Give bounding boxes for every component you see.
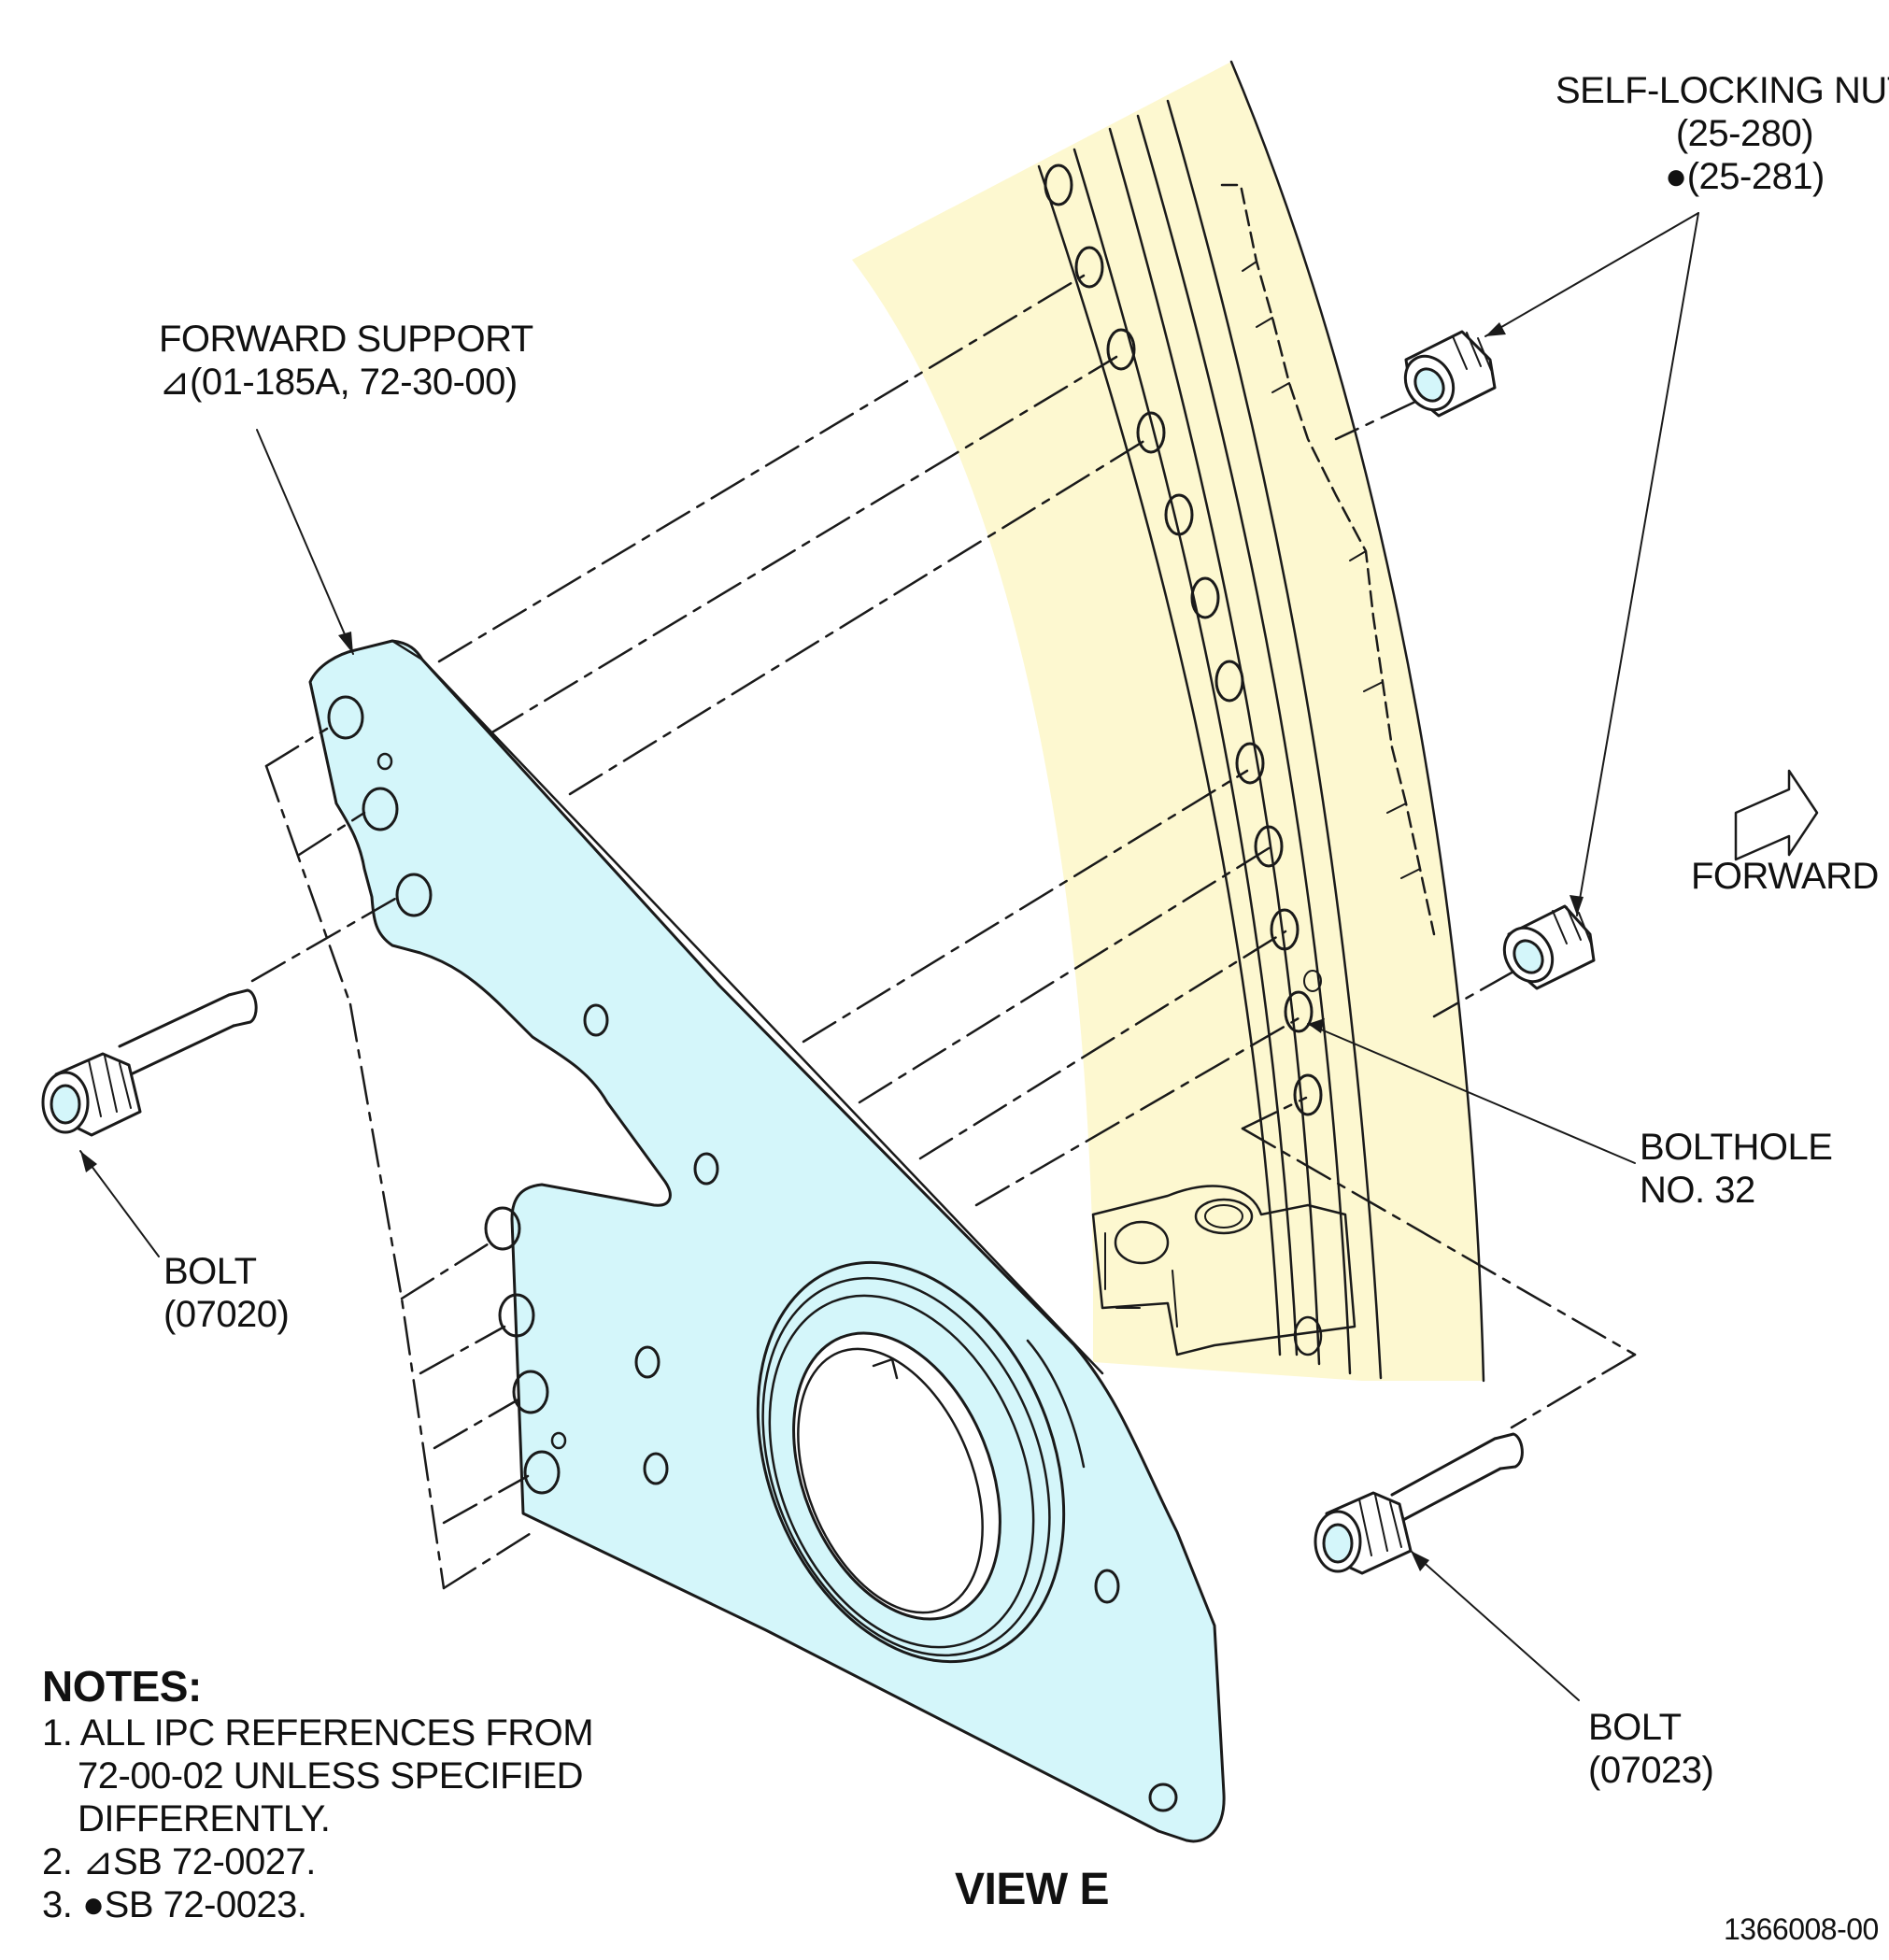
view-title: VIEW E (955, 1865, 1110, 1914)
nuts-ref-1-text: (25-280) (1675, 113, 1814, 154)
support-ref-text: (01-185A, 72-30-00) (190, 362, 518, 403)
bolthole-callout: BOLTHOLE NO. 32 (1640, 1126, 1833, 1212)
ring-bolt-holes (1044, 163, 1323, 1116)
note-1-line-2: 72-00-02 UNLESS SPECIFIED (78, 1755, 584, 1797)
bolt-left-label: BOLT (163, 1251, 257, 1292)
leader-lines (79, 212, 1699, 1701)
sb-0023-marker-icon: ● (1665, 156, 1687, 197)
bolt-left-callout: BOLT (07020) (163, 1250, 290, 1336)
bolthole-number: NO. 32 (1640, 1170, 1755, 1211)
note-2-marker-icon: ⊿ (81, 1841, 114, 1882)
nuts-label: SELF-LOCKING NUTS (1555, 70, 1889, 111)
support-label: FORWARD SUPPORT (159, 319, 533, 360)
note-2-num: 2. (42, 1841, 73, 1882)
bolt-right-ref: (07023) (1588, 1750, 1714, 1791)
forward-label: FORWARD (1691, 856, 1879, 897)
leader-arrowheads (80, 322, 1584, 1571)
sb-0027-marker-icon: ⊿ (159, 362, 191, 403)
figure-id: 1366008-00 (1724, 1912, 1879, 1946)
forward-arrow-icon (1734, 769, 1819, 861)
support-callout: FORWARD SUPPORT ⊿(01-185A, 72-30-00) (159, 318, 533, 404)
nuts-callout: SELF-LOCKING NUTS (25-280) ●(25-281) (1555, 69, 1889, 198)
nuts-ref-2: ●(25-281) (1555, 155, 1889, 198)
self-locking-nut-lower (1502, 904, 1596, 990)
note-3: 3. ●SB 72-0023. (42, 1883, 593, 1926)
alignment-dash-lines (250, 274, 1637, 1590)
bolt-left-ref: (07020) (163, 1294, 290, 1335)
nuts-ref-1: (25-280) (1555, 112, 1889, 155)
forward-support-bracket (308, 639, 1226, 1843)
bolt-right-callout: BOLT (07023) (1588, 1706, 1714, 1792)
notes-block: NOTES: 1. ALL IPC REFERENCES FROM 72-00-… (42, 1662, 594, 1926)
support-ref: ⊿(01-185A, 72-30-00) (159, 361, 533, 404)
note-1: 1. ALL IPC REFERENCES FROM (42, 1711, 594, 1754)
note-3-marker-icon: ● (81, 1884, 105, 1925)
note-1-num: 1. (42, 1712, 73, 1754)
note-1-line-3: DIFFERENTLY. (78, 1798, 331, 1839)
note-3-text: SB 72-0023. (104, 1884, 307, 1925)
bolt-07023 (1314, 1432, 1524, 1575)
bolt-right-label: BOLT (1588, 1707, 1682, 1748)
engine-case-ring (852, 60, 1485, 1383)
note-1-line-1: ALL IPC REFERENCES FROM (79, 1712, 594, 1754)
note-3-num: 3. (42, 1884, 73, 1925)
notes-title: NOTES: (42, 1662, 202, 1711)
note-2-text: SB 72-0027. (113, 1841, 316, 1882)
self-locking-nut-upper (1403, 330, 1497, 418)
bolt-07020 (41, 988, 258, 1137)
bolthole-label: BOLTHOLE (1640, 1127, 1833, 1168)
note-2: 2. ⊿SB 72-0027. (42, 1840, 593, 1883)
nuts-ref-2-text: (25-281) (1686, 156, 1825, 197)
